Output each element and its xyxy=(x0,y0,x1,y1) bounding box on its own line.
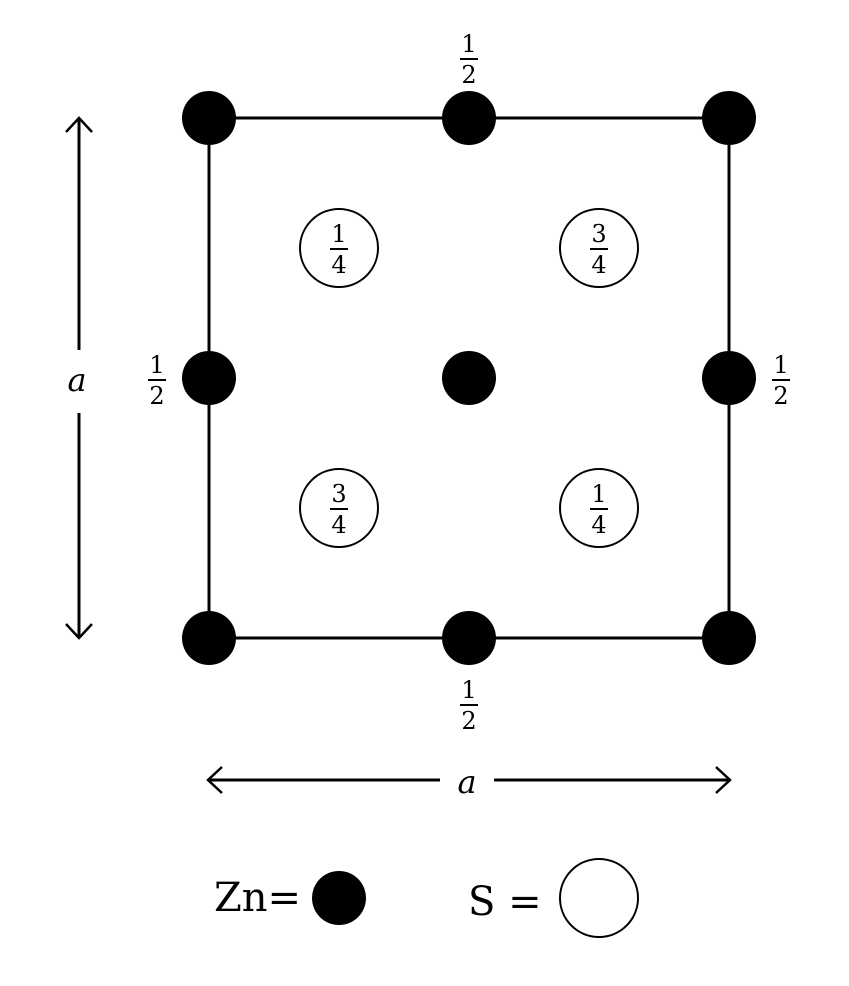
legend-zn-label: Zn= xyxy=(214,875,301,921)
zn-atom-face-top xyxy=(442,91,496,145)
fraction-numerator: 3 xyxy=(331,480,346,508)
legend: Zn= S = xyxy=(214,858,639,938)
zn-atom-face-center xyxy=(442,351,496,405)
zn-height-label-right: 1 2 xyxy=(772,351,790,410)
fraction-numerator: 1 xyxy=(331,220,346,248)
zn-height-labels: 1 2 1 2 1 2 1 2 xyxy=(148,30,790,735)
legend-s-symbol xyxy=(559,858,639,938)
arrow-head-up-icon xyxy=(65,116,93,133)
fraction-numerator: 1 xyxy=(773,351,788,379)
s-atom-upper-left: 1 4 xyxy=(299,208,379,288)
fraction-numerator: 1 xyxy=(149,351,164,379)
zn-atom-corner-top-left xyxy=(182,91,236,145)
fraction-denominator: 2 xyxy=(461,61,476,89)
s-atom-lower-right: 1 4 xyxy=(559,468,639,548)
zn-atom-face-left xyxy=(182,351,236,405)
legend-zn-symbol xyxy=(312,871,366,925)
zn-height-label-left: 1 2 xyxy=(148,351,166,410)
horizontal-dimension-arrow: a xyxy=(206,763,732,801)
arrow-head-left-icon xyxy=(206,766,223,794)
vertical-dimension-arrow: a xyxy=(65,116,93,640)
fraction-numerator: 3 xyxy=(591,220,606,248)
fraction-denominator: 4 xyxy=(591,251,606,279)
zn-atoms xyxy=(182,91,756,665)
zn-atom-face-right xyxy=(702,351,756,405)
vertical-dimension-label: a xyxy=(67,361,86,399)
zn-atom-corner-bottom-right xyxy=(702,611,756,665)
horizontal-dimension-label: a xyxy=(457,763,476,801)
fraction-numerator: 1 xyxy=(461,676,476,704)
s-atom-lower-left: 3 4 xyxy=(299,468,379,548)
fraction-denominator: 2 xyxy=(461,707,476,735)
zn-atom-corner-bottom-left xyxy=(182,611,236,665)
s-atom-height-fraction: 3 4 xyxy=(590,220,608,279)
legend-s-label: S = xyxy=(468,879,542,925)
s-atom-upper-right: 3 4 xyxy=(559,208,639,288)
zn-atom-corner-top-right xyxy=(702,91,756,145)
fraction-denominator: 2 xyxy=(149,382,164,410)
fraction-denominator: 2 xyxy=(773,382,788,410)
zn-height-label-top: 1 2 xyxy=(460,30,478,89)
arrow-head-down-icon xyxy=(65,623,93,640)
s-atoms: 1 4 3 4 3 4 1 4 xyxy=(299,208,639,548)
fraction-denominator: 4 xyxy=(331,511,346,539)
fraction-denominator: 4 xyxy=(331,251,346,279)
s-atom-height-fraction: 1 4 xyxy=(330,220,348,279)
fraction-numerator: 1 xyxy=(461,30,476,58)
s-atom-height-fraction: 3 4 xyxy=(330,480,348,539)
s-atom-height-fraction: 1 4 xyxy=(590,480,608,539)
fraction-denominator: 4 xyxy=(591,511,606,539)
zn-atom-face-bottom xyxy=(442,611,496,665)
zn-height-label-bottom: 1 2 xyxy=(460,676,478,735)
arrow-head-right-icon xyxy=(715,766,732,794)
fraction-numerator: 1 xyxy=(591,480,606,508)
